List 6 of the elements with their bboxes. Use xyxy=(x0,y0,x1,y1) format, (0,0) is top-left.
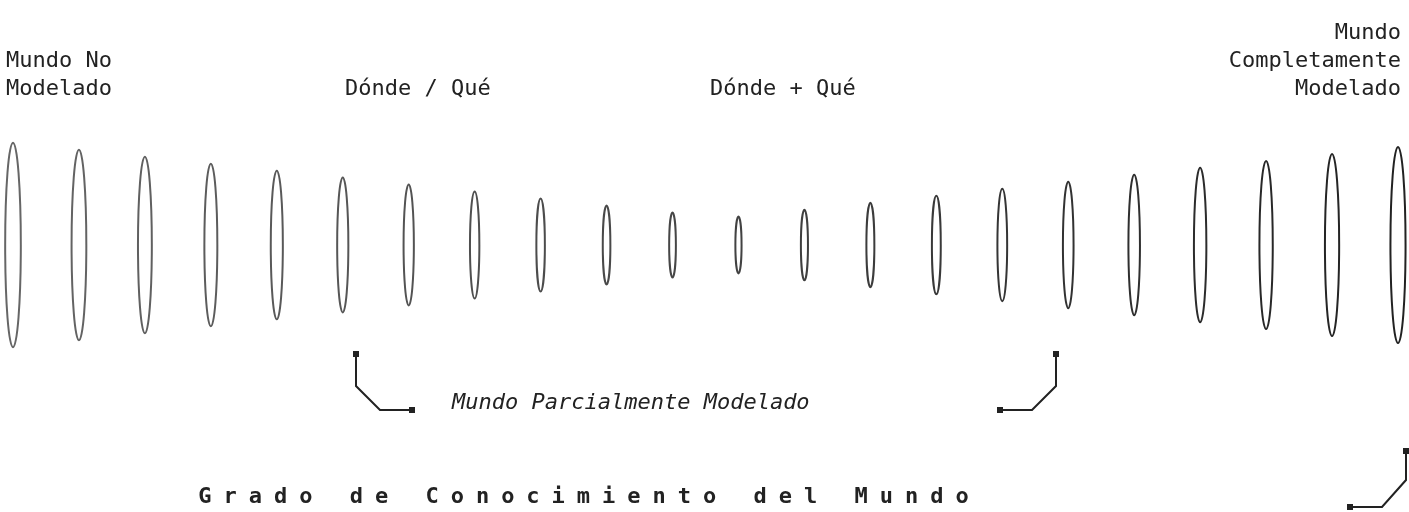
axis-caption: Grado de Conocimiento del Mundo xyxy=(197,482,982,510)
end-label: Mundo Completamente Modelado xyxy=(1227,18,1401,102)
stage-label: Dónde + Qué xyxy=(710,74,856,102)
stage-label: Dónde / Qué xyxy=(345,74,491,102)
range-label: Mundo Parcialmente Modelado xyxy=(452,388,810,416)
end-label: Mundo No Modelado xyxy=(6,46,113,102)
